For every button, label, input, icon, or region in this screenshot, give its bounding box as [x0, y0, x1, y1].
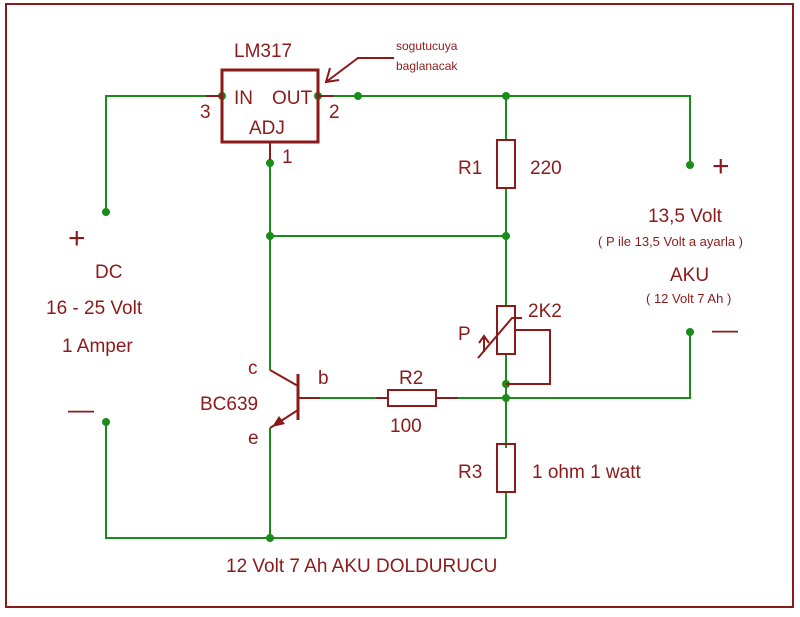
- potentiometer-adjust-arrow: [477, 317, 522, 359]
- resistor-r1-name: R1: [458, 158, 482, 179]
- heatsink-arrow-head: [324, 67, 340, 84]
- input-plus-sign: +: [68, 222, 86, 255]
- wire-input-positive: [105, 95, 222, 212]
- input-type: DC: [95, 262, 122, 283]
- heatsink-arrow-line: [325, 57, 394, 83]
- junction-out: [354, 92, 362, 100]
- potentiometer-name: P: [458, 324, 471, 345]
- input-minus-sign: —: [68, 394, 94, 424]
- potentiometer-p: P 2K2: [458, 301, 562, 385]
- resistor-r3-value: 1 ohm 1 watt: [532, 462, 641, 483]
- potentiometer-symbol-head: [478, 334, 490, 344]
- resistor-r1-value: 220: [530, 158, 562, 179]
- junction-ground-emitter: [266, 534, 274, 542]
- resistor-r3-body: [496, 443, 516, 493]
- junction-adj-pin: [266, 159, 274, 167]
- wire-r2-node-minus: [436, 332, 691, 399]
- output-battery: AKU: [670, 265, 709, 286]
- input-voltage: 16 - 25 Volt: [46, 298, 143, 319]
- heatsink-note-line1: sogutucuya: [396, 39, 458, 53]
- resistor-r3-name: R3: [458, 462, 482, 483]
- resistor-r1: R1 220: [458, 139, 562, 189]
- resistor-r2: R2 100: [376, 368, 458, 437]
- junction-r1-top: [502, 92, 510, 100]
- output-labels: + — 13,5 Volt ( P ile 13,5 Volt a ayarla…: [598, 150, 743, 344]
- output-minus-sign: —: [712, 314, 738, 344]
- junction-r2-node: [502, 394, 510, 402]
- regulator-pin-adj: ADJ: [249, 118, 285, 139]
- resistor-r1-body: [496, 139, 516, 189]
- transistor-emitter-arrow: [272, 416, 285, 427]
- resistor-r2-name: R2: [399, 368, 423, 389]
- output-adjust-note: ( P ile 13,5 Volt a ayarla ): [598, 234, 743, 249]
- heatsink-note-line2: baglanacak: [396, 59, 458, 73]
- regulator-pin3-label: 3: [200, 102, 211, 123]
- potentiometer-body: [496, 305, 516, 355]
- regulator-pin-out: OUT: [272, 88, 313, 109]
- transistor-name: BC639: [200, 394, 258, 415]
- transistor-collector-leg: [269, 369, 299, 387]
- output-plus-sign: +: [712, 150, 730, 183]
- resistor-r2-value: 100: [390, 416, 422, 437]
- wire-ground-rail: [105, 422, 506, 539]
- regulator-pin-in: IN: [234, 88, 253, 109]
- potentiometer-wiper-loop: [506, 329, 551, 385]
- schematic-caption: 12 Volt 7 Ah AKU DOLDURUCU: [226, 556, 497, 577]
- regulator-lm317: LM317 IN OUT ADJ 3 2 1 sogutucuya baglan…: [200, 39, 458, 168]
- transistor-base-label: b: [318, 368, 329, 389]
- terminal-input-positive: [102, 208, 110, 216]
- junction-adj-left: [266, 232, 274, 240]
- terminal-input-negative: [102, 418, 110, 426]
- terminal-output-negative: [686, 328, 694, 336]
- page-border: [5, 3, 794, 608]
- input-current: 1 Amper: [62, 336, 133, 357]
- resistor-r2-body: [387, 389, 437, 407]
- wires: [105, 95, 691, 539]
- transistor-collector-label: c: [248, 358, 258, 379]
- regulator-name: LM317: [234, 41, 292, 62]
- output-voltage: 13,5 Volt: [648, 206, 723, 227]
- regulator-pin2-label: 2: [329, 102, 340, 123]
- wire-output-rail: [318, 95, 691, 165]
- regulator-pin1-label: 1: [282, 147, 293, 168]
- junction-adj-right: [502, 232, 510, 240]
- terminal-output-positive: [686, 161, 694, 169]
- transistor-emitter-label: e: [248, 428, 259, 449]
- output-battery-spec: ( 12 Volt 7 Ah ): [646, 291, 731, 306]
- transistor-bc639: BC639 c b e: [200, 358, 329, 449]
- input-labels: + — DC 16 - 25 Volt 1 Amper: [46, 222, 143, 424]
- resistor-r3: R3 1 ohm 1 watt: [458, 443, 641, 493]
- potentiometer-value: 2K2: [528, 301, 562, 322]
